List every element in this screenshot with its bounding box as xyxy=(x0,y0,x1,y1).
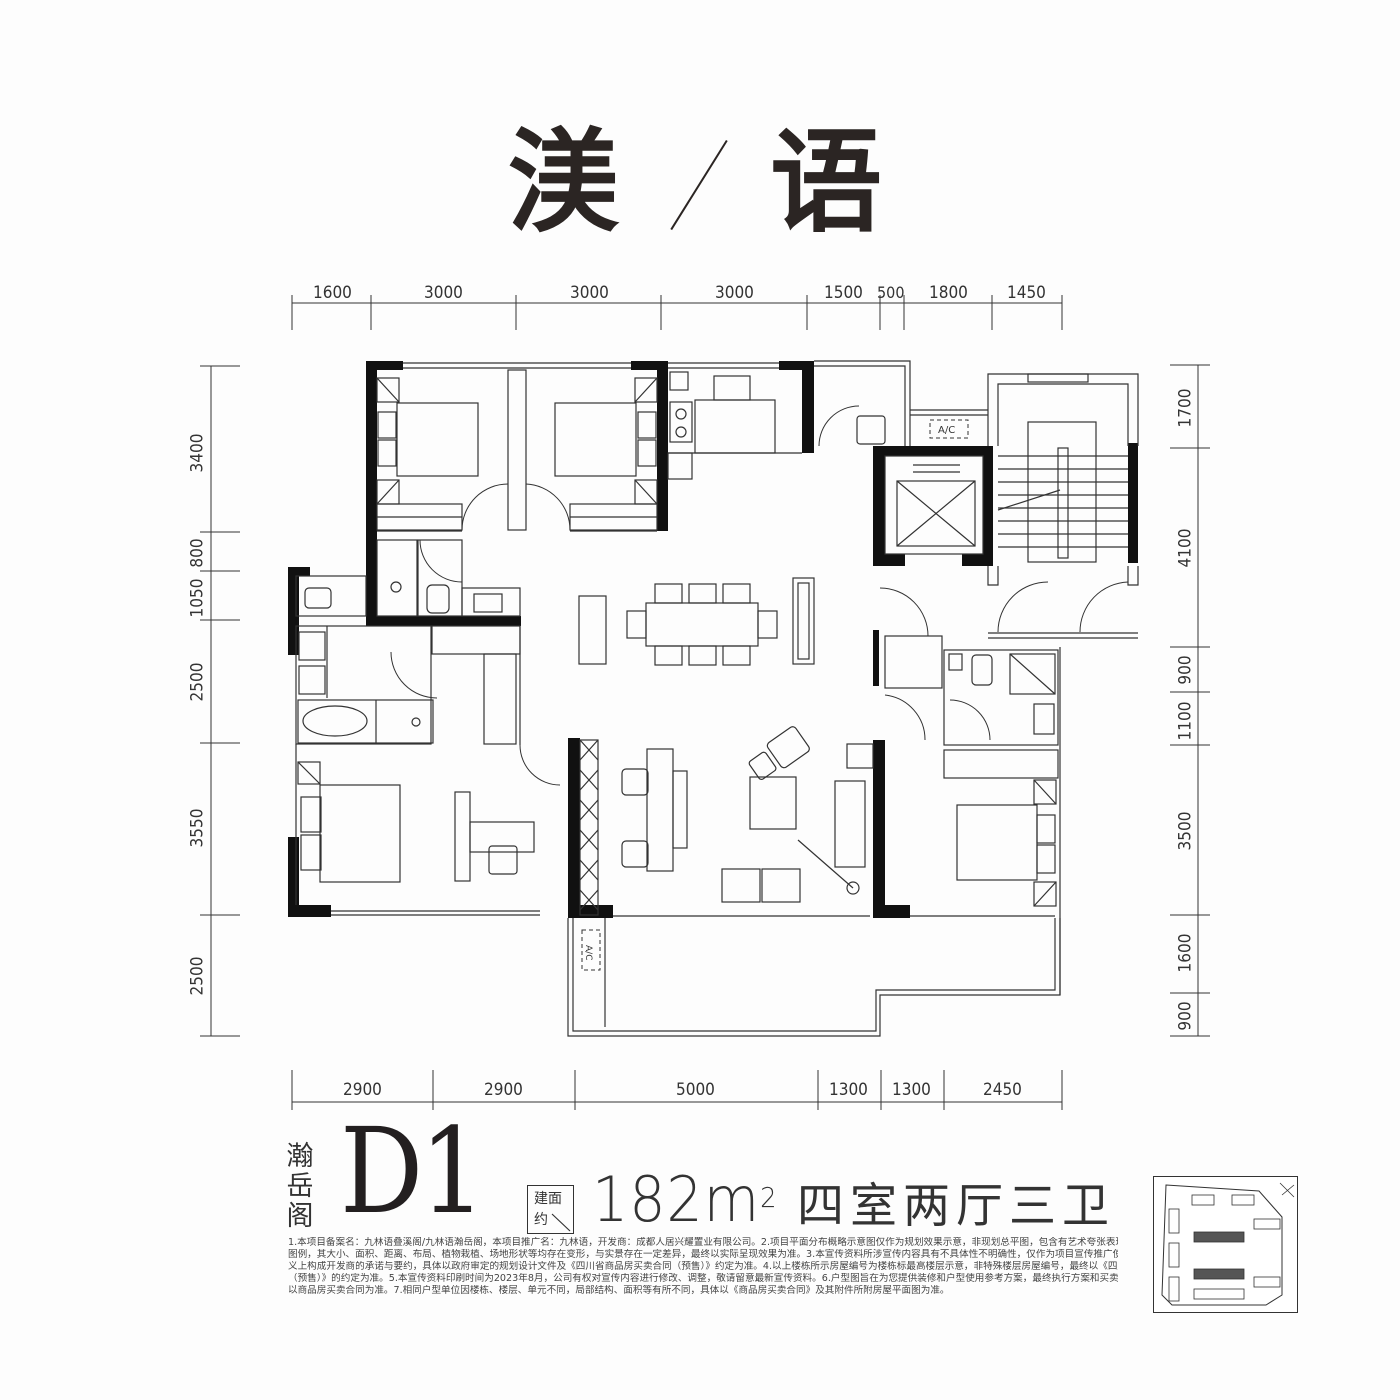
ac-label-balcony: A/C xyxy=(583,945,593,960)
title-char-left: 渼 xyxy=(508,118,630,248)
note-line: 图例，其大小、面积、距离、布局、植物栽植、场地形状等均存在变形，与实景存在一定差… xyxy=(288,1249,1118,1260)
note-line: 义上构成开发商的承诺与要约，具体以政府审定的规划设计文件及《四川省商品房买卖合同… xyxy=(288,1261,1118,1272)
structural-walls xyxy=(288,361,1138,918)
dim-bottom-3: 5000 xyxy=(676,1080,715,1100)
unit-area: 182m2 xyxy=(592,1165,777,1235)
area-label-line2: 约 xyxy=(534,1212,548,1228)
dim-top-6: 500 xyxy=(877,283,905,302)
door-swings xyxy=(390,405,1129,786)
site-key-map xyxy=(1153,1176,1298,1313)
compass-icon xyxy=(1279,1182,1295,1198)
note-line: （预售）》的约定为准。5.本宣传资料印刷时间为2023年8月，公司有权对宣传内容… xyxy=(288,1273,1118,1284)
building-char-3: 阁 xyxy=(286,1201,314,1232)
note-line: 1.本项目备案名：九林语叠溪阁/九林语瀚岳阁，本项目推广名：九林语，开发商：成都… xyxy=(288,1237,1118,1248)
ac-label-top: A/C xyxy=(938,425,955,436)
highlighted-buildings xyxy=(1193,1231,1245,1280)
dim-bottom-4: 1300 xyxy=(829,1080,868,1100)
dim-top-2: 3000 xyxy=(424,283,463,303)
dim-top-7: 1800 xyxy=(929,283,968,303)
title-char-right: 语 xyxy=(770,118,892,248)
dim-top-1: 1600 xyxy=(313,283,352,303)
building-char-1: 瀚 xyxy=(286,1141,314,1172)
area-label-line1: 建面 xyxy=(534,1191,562,1207)
dim-bottom-1: 2900 xyxy=(343,1080,382,1100)
note-line: 以商品房买卖合同为准。7.相同户型单位因楼栋、楼层、单元不同，局部结构、面积等有… xyxy=(288,1285,950,1296)
area-unit-superscript: 2 xyxy=(760,1181,778,1214)
dimension-lines xyxy=(200,295,1210,1110)
dim-bottom-2: 2900 xyxy=(484,1080,523,1100)
unit-layout: 四室两厅三卫 xyxy=(797,1179,1115,1234)
dim-top-3: 3000 xyxy=(570,283,609,303)
ac-units xyxy=(581,419,969,971)
dim-bottom-6: 2450 xyxy=(983,1080,1022,1100)
dim-top-8: 1450 xyxy=(1007,283,1046,303)
area-value: 182m xyxy=(592,1163,761,1236)
dim-top-5: 1500 xyxy=(824,283,863,303)
unit-code: D1 xyxy=(340,1102,486,1240)
site-plan-diagram xyxy=(1161,1182,1295,1306)
building-name: 瀚 岳 阁 xyxy=(283,1142,317,1232)
disclaimer-notes: 1.本项目备案名：九林语叠溪阁/九林语瀚岳阁，本项目推广名：九林语，开发商：成都… xyxy=(288,1237,1118,1297)
building-char-2: 岳 xyxy=(286,1171,314,1202)
project-title: 渼语 xyxy=(0,92,1400,254)
dim-bottom-5: 1300 xyxy=(892,1080,931,1100)
dim-top-4: 3000 xyxy=(715,283,754,303)
partition-walls xyxy=(295,360,1139,1037)
area-label-box: 建面 约 xyxy=(527,1185,574,1234)
